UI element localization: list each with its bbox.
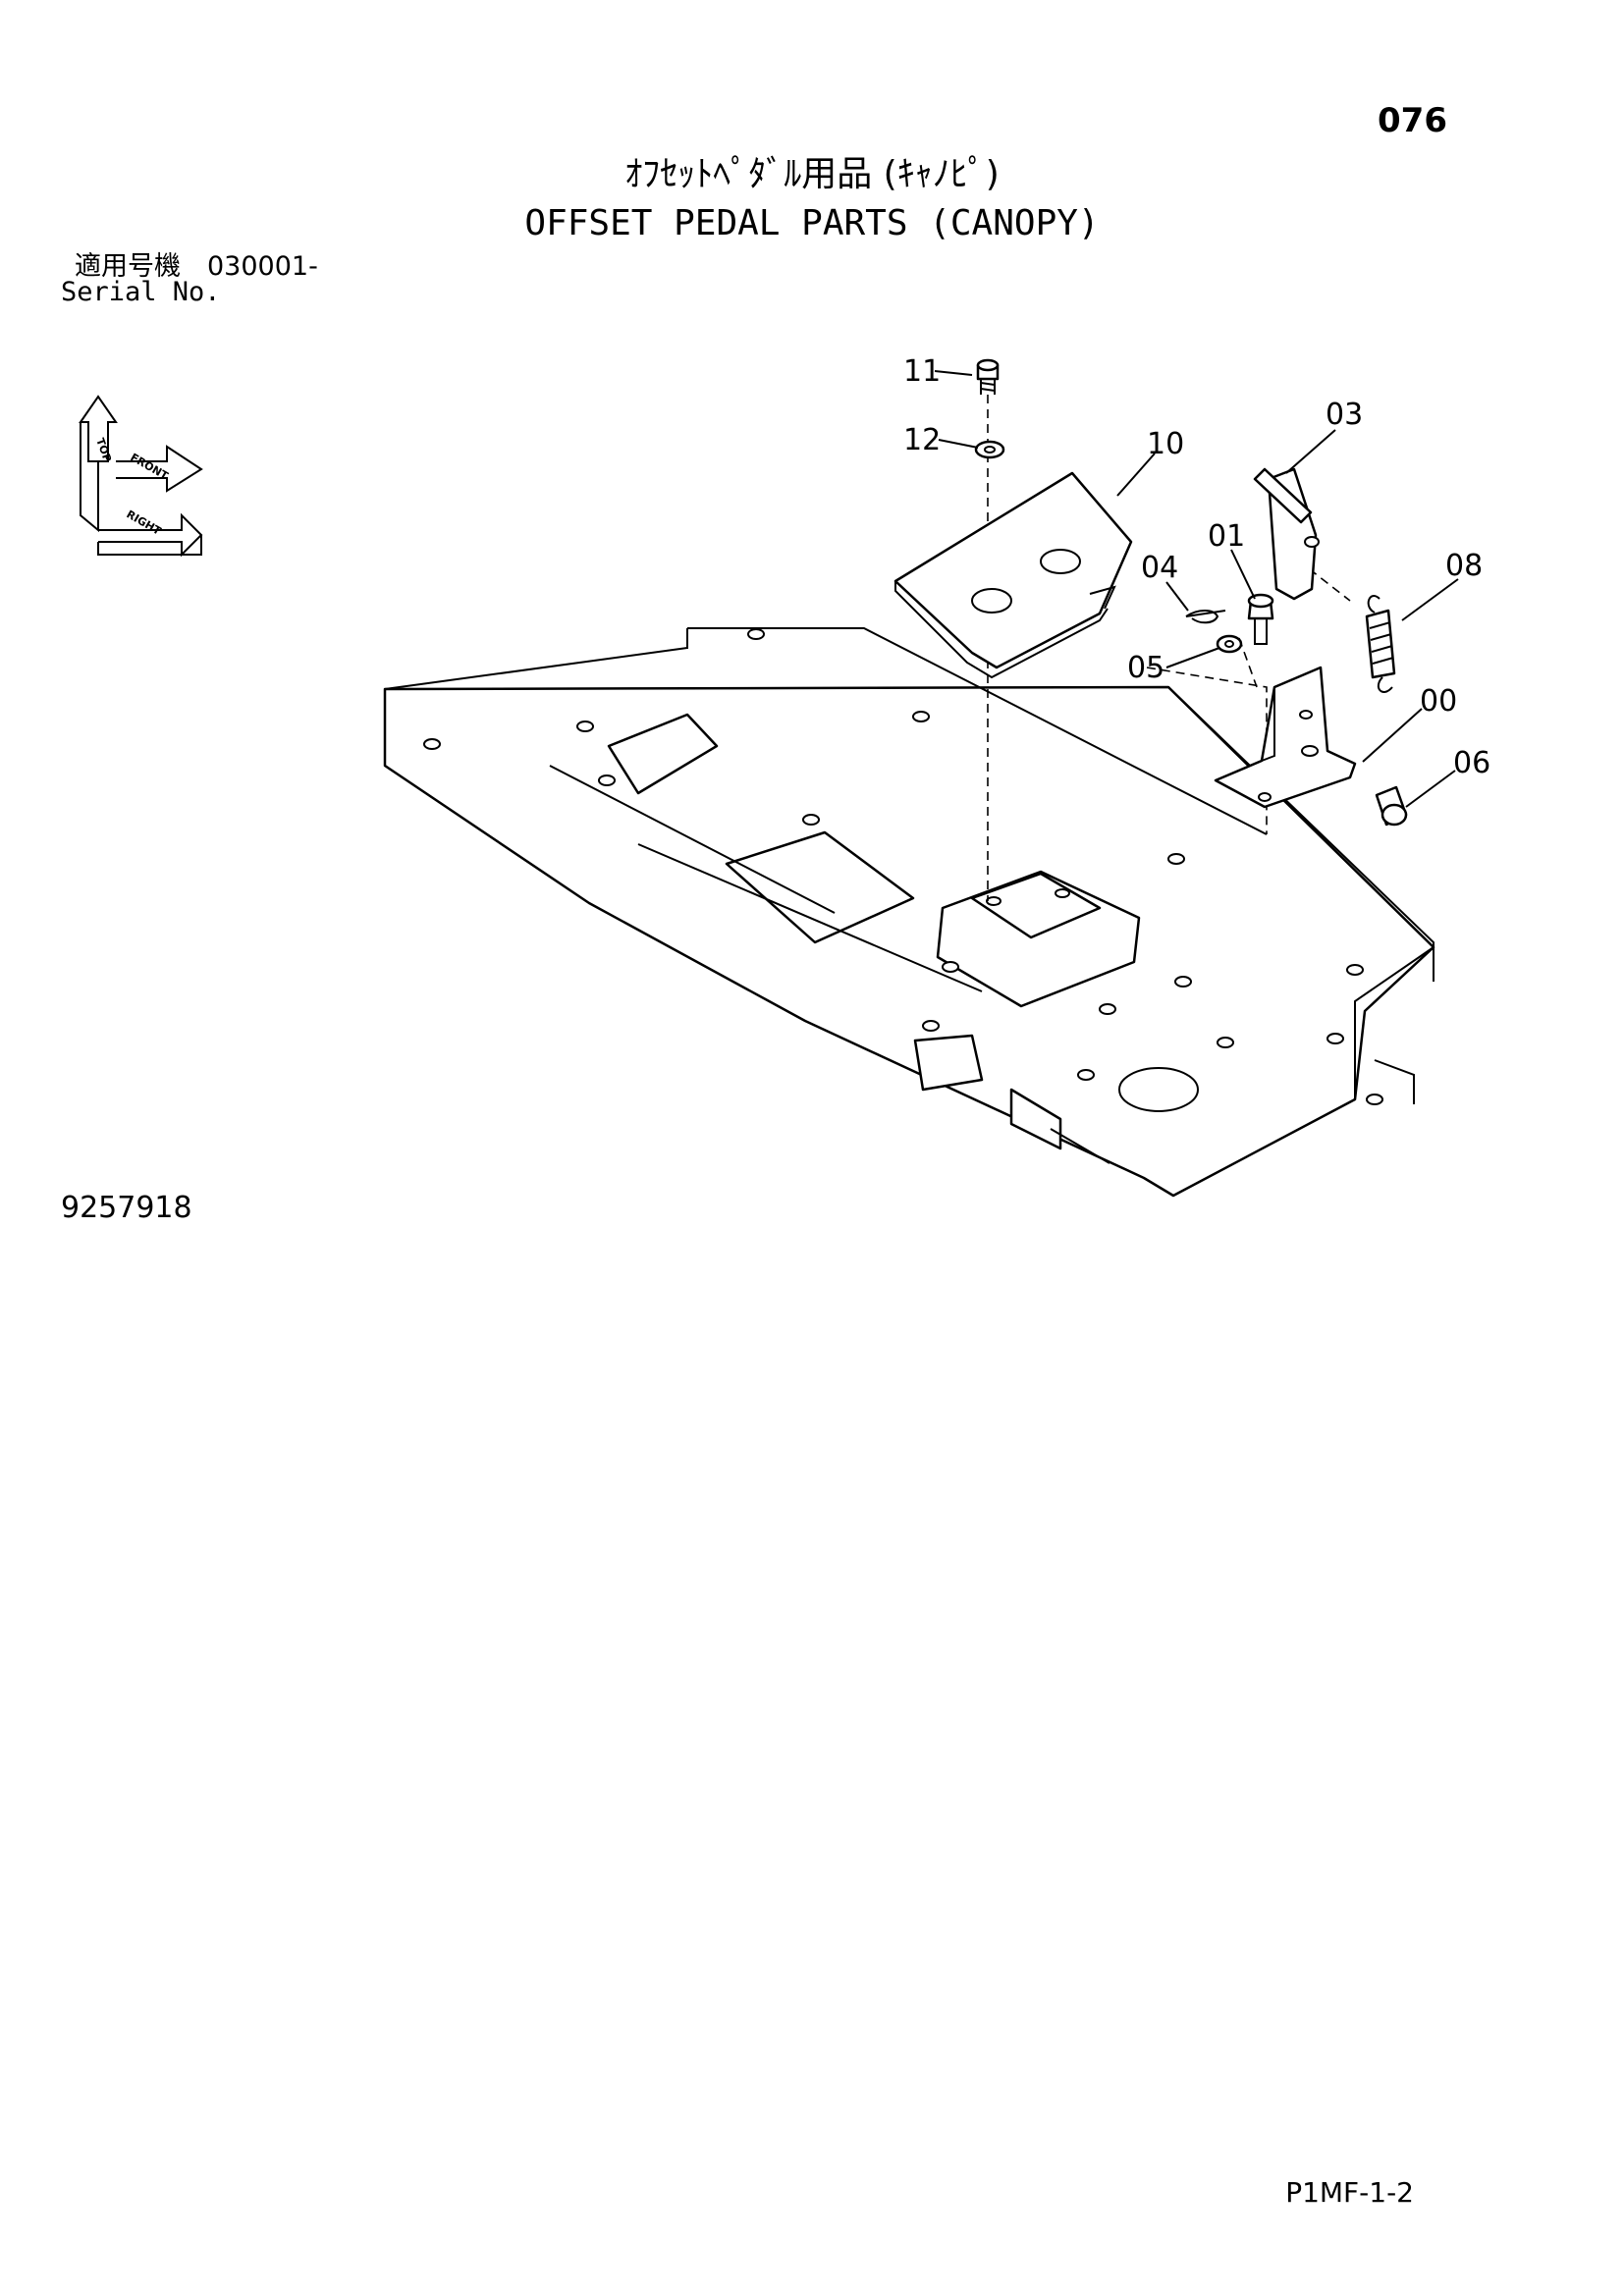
callout-01-label: 01 (1208, 519, 1245, 554)
orientation-top-label: TOP (93, 437, 114, 464)
part-06-pin (1375, 785, 1408, 827)
callout-03-label: 03 (1326, 398, 1363, 432)
part-05-washer (1216, 634, 1243, 654)
serial-number-range: 適用号機 030001- (75, 251, 318, 282)
part-08-spring (1365, 595, 1396, 693)
callout-10-label: 10 (1147, 427, 1184, 461)
callout-04-label: 04 (1141, 551, 1178, 585)
page-number: 076 (1378, 101, 1447, 140)
part-03-lever (1253, 467, 1320, 601)
floor-plate (383, 627, 1435, 1198)
callout-05-label: 05 (1127, 651, 1164, 685)
page-title-english: OFFSET PEDAL PARTS (CANOPY) (524, 203, 1100, 243)
part-04-snap-pin (1185, 610, 1226, 624)
part-01-bolt (1247, 593, 1274, 645)
callout-06-label: 06 (1453, 746, 1490, 780)
callout-12-label: 12 (903, 423, 941, 457)
part-12-washer (974, 440, 1005, 459)
orientation-cube-icon: TOP FRONT RIGHT (79, 395, 203, 558)
drawing-number: 9257918 (61, 1191, 192, 1225)
callout-00-label: 00 (1420, 684, 1457, 719)
part-10-pedal-plate (893, 471, 1133, 679)
callout-11-label: 11 (903, 354, 941, 389)
serial-number-label: Serial No. (61, 277, 221, 307)
document-reference: P1MF-1-2 (1285, 2176, 1414, 2209)
part-00-bracket (1214, 666, 1357, 809)
callout-leader-lines (934, 370, 1459, 808)
callout-08-label: 08 (1445, 549, 1483, 583)
page-title-japanese: ｵﾌｾｯﾄﾍﾟﾀﾞﾙ用品 (ｷｬﾉﾋﾟ) (624, 154, 1000, 194)
part-11-bolt (976, 358, 1000, 395)
orientation-right-label: RIGHT (125, 507, 164, 538)
